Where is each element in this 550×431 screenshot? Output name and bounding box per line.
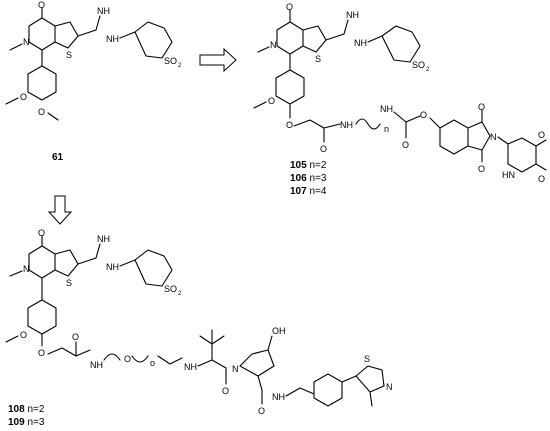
svg-text:NH: NH: [340, 120, 353, 130]
svg-text:O: O: [268, 96, 275, 106]
svg-text:O: O: [286, 120, 293, 130]
svg-text:O: O: [420, 110, 427, 120]
arrow-down-icon: [47, 195, 73, 225]
svg-text:2: 2: [178, 63, 182, 69]
svg-text:O: O: [286, 2, 293, 12]
thiophene-sulfur: S: [66, 50, 72, 60]
svg-text:O: O: [538, 130, 545, 140]
svg-text:O: O: [222, 386, 229, 396]
compound-label-107: 107 n=4: [290, 186, 327, 197]
svg-text:SO: SO: [412, 60, 425, 70]
svg-text:N: N: [490, 132, 497, 142]
svg-text:NH: NH: [346, 10, 359, 20]
svg-text:2: 2: [178, 291, 182, 297]
svg-text:NH: NH: [97, 234, 110, 244]
svg-text:N: N: [23, 264, 30, 274]
svg-text:O: O: [38, 228, 45, 238]
methoxy-oxygen-1: O: [20, 92, 27, 102]
compound-label-61: 61: [52, 152, 64, 163]
compound-label-109: 109 n=3: [8, 417, 45, 428]
svg-text:NH: NH: [184, 362, 197, 372]
svg-text:HN: HN: [502, 170, 515, 180]
svg-text:NH: NH: [380, 104, 393, 114]
svg-text:NH: NH: [106, 262, 119, 272]
compound-105-107-structure: O N S NH NH SO 2 O O O NH n NH O O: [253, 2, 547, 184]
svg-text:N: N: [270, 40, 277, 50]
svg-text:O: O: [478, 102, 485, 112]
svg-text:o: o: [150, 358, 155, 368]
svg-text:NH: NH: [354, 38, 367, 48]
svg-text:N: N: [232, 364, 239, 374]
methoxy-oxygen-2: O: [38, 107, 45, 117]
svg-text:O: O: [538, 174, 545, 184]
svg-text:NH: NH: [90, 360, 103, 370]
ring-nitrogen: N: [23, 37, 30, 47]
compound-108-109-structure: O N S NH NH SO 2 O O O NH O o NH: [5, 228, 393, 416]
svg-text:NH: NH: [272, 392, 285, 402]
amine-nh: NH: [106, 34, 119, 44]
svg-text:OH: OH: [272, 326, 286, 336]
svg-text:S: S: [364, 354, 370, 364]
sulfone-group: SO: [164, 56, 177, 66]
compound-label-106: 106 n=3: [290, 173, 327, 184]
compound-61-structure: O N S NH NH SO 2 O O: [5, 0, 182, 121]
arrow-right-icon: [199, 47, 237, 73]
svg-text:2: 2: [426, 67, 430, 73]
compound-label-105: 105 n=2: [290, 160, 327, 171]
svg-text:O: O: [72, 332, 79, 342]
svg-text:O: O: [124, 354, 131, 364]
svg-text:n: n: [384, 124, 389, 134]
compound-label-108: 108 n=2: [8, 404, 45, 415]
svg-text:S: S: [66, 278, 72, 288]
svg-text:N: N: [386, 382, 393, 392]
svg-text:O: O: [320, 144, 327, 154]
svg-text:O: O: [258, 406, 265, 416]
svg-text:SO: SO: [164, 284, 177, 294]
svg-text:O: O: [478, 164, 485, 174]
compound-labels-105-107: 105 n=2 106 n=3 107 n=4: [290, 160, 327, 197]
compound-labels-108-109: 108 n=2 109 n=3: [8, 404, 45, 428]
svg-text:S: S: [315, 54, 321, 64]
svg-text:O: O: [402, 140, 409, 150]
svg-text:O: O: [20, 330, 27, 340]
carbonyl-oxygen: O: [38, 0, 45, 10]
imine-nh: NH: [97, 6, 110, 16]
svg-text:O: O: [38, 348, 45, 358]
